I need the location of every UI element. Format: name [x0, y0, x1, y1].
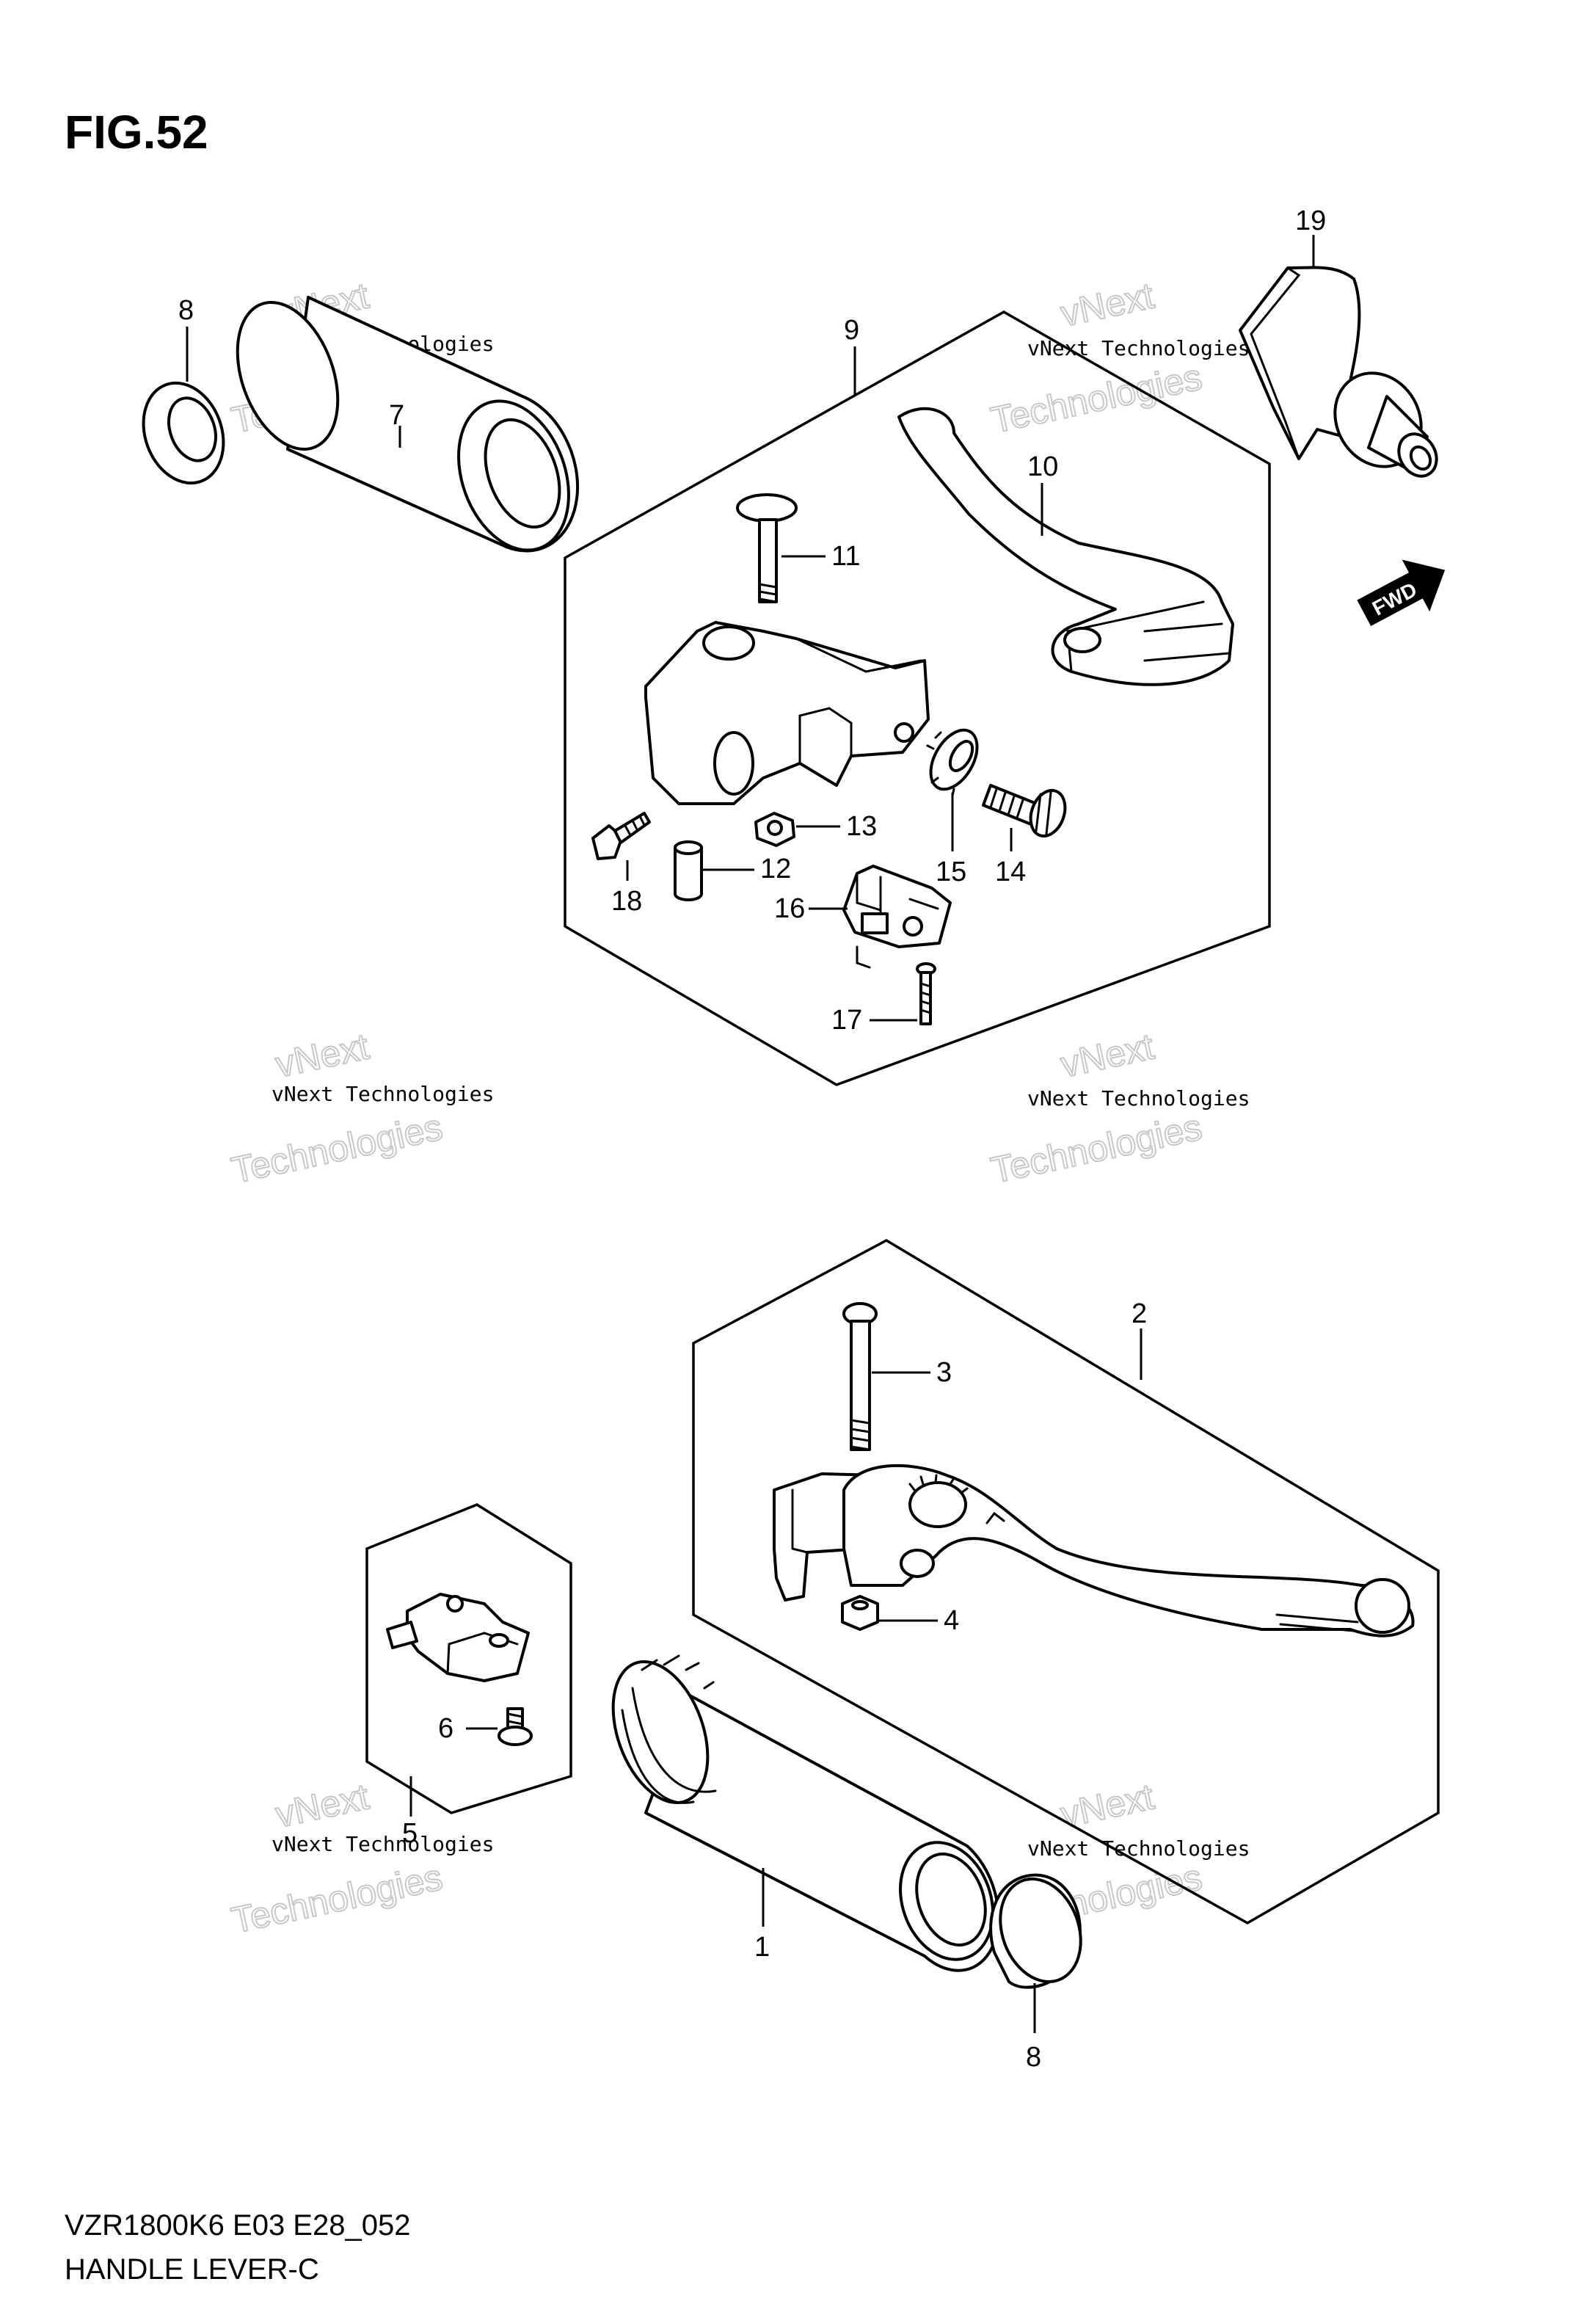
part-17-screw: [870, 962, 936, 1025]
callout-11: 11: [831, 541, 860, 572]
assembly-frame-9: [564, 310, 1271, 1086]
callout-18: 18: [611, 886, 642, 917]
callout-16: 16: [774, 893, 805, 924]
callout-5: 5: [402, 1818, 418, 1849]
svg-text:vNext: vNext: [1057, 1025, 1158, 1085]
part-8-end-cap-bottom: [989, 1873, 1082, 2033]
part-12-collar: [674, 840, 754, 901]
callout-10: 10: [1027, 451, 1058, 482]
svg-text:vNext: vNext: [272, 1775, 373, 1835]
footer-model-code: VZR1800K6 E03 E28_052: [65, 2209, 410, 2242]
footer-section-name: HANDLE LEVER-C: [65, 2253, 319, 2286]
fwd-direction-badge: FWD: [1357, 559, 1446, 626]
callout-12: 12: [760, 854, 791, 884]
svg-text:Technologies: Technologies: [988, 356, 1206, 440]
svg-text:Technologies: Technologies: [988, 1106, 1206, 1190]
watermark-top-right: vNext vNext Technologies Technologies: [987, 274, 1250, 441]
watermark-mid-right: vNext vNext Technologies Technologies: [987, 1025, 1250, 1191]
part-4-nut: [841, 1595, 938, 1631]
svg-text:vNext Technologies: vNext Technologies: [1027, 336, 1250, 360]
watermark-mid-left: vNext vNext Technologies Technologies: [227, 1025, 495, 1191]
svg-text:Technologies: Technologies: [228, 1856, 446, 1941]
callout-3: 3: [936, 1357, 952, 1388]
callout-2: 2: [1132, 1298, 1147, 1329]
callout-19: 19: [1295, 206, 1326, 236]
callout-8-top: 8: [178, 295, 194, 326]
svg-text:vNext: vNext: [1057, 275, 1158, 334]
callout-4: 4: [944, 1605, 959, 1636]
assembly-frame-2: [692, 1238, 1440, 1925]
part-18-screw: [591, 812, 651, 881]
part-6-screw: [466, 1707, 533, 1746]
part-brake-switch: [386, 1593, 530, 1682]
part-19-lever-guard: [1239, 235, 1438, 478]
part-1-throttle-grip: [611, 1654, 1000, 1972]
figure-title: FIG.52: [65, 106, 208, 159]
part-11-pivot-bolt: [736, 493, 826, 603]
callout-17: 17: [831, 1005, 862, 1036]
part-15-adjuster-ring: [926, 728, 979, 851]
part-16-clutch-switch: [809, 865, 952, 969]
svg-text:vNext Technologies: vNext Technologies: [1027, 1836, 1250, 1861]
part-7-grip-sleeve: [236, 296, 580, 553]
svg-text:vNext Technologies: vNext Technologies: [1027, 1086, 1250, 1110]
part-8-end-cap-top: [142, 327, 225, 485]
part-13-nut: [754, 812, 840, 847]
part-14-adjuster-bolt: [982, 784, 1067, 851]
callout-6: 6: [438, 1713, 453, 1744]
callout-13: 13: [846, 811, 877, 842]
callout-15: 15: [936, 857, 966, 887]
part-10-clutch-lever: [897, 407, 1234, 686]
svg-text:vNext Technologies: vNext Technologies: [272, 1832, 494, 1856]
watermark-bottom-left: vNext vNext Technologies Technologies: [227, 1775, 495, 1941]
callout-14: 14: [995, 857, 1026, 887]
svg-text:Technologies: Technologies: [228, 1106, 446, 1190]
part-3-pivot-bolt: [842, 1302, 930, 1451]
callout-9: 9: [844, 315, 859, 346]
callout-7: 7: [389, 400, 404, 431]
part-lever-bracket: [644, 621, 930, 805]
callout-8-bottom: 8: [1026, 2042, 1041, 2073]
part-brake-lever: [773, 1464, 1415, 1637]
assembly-frame-5: [365, 1503, 572, 1814]
svg-text:vNext: vNext: [272, 1025, 373, 1085]
callout-1: 1: [754, 1932, 770, 1963]
svg-text:vNext Technologies: vNext Technologies: [272, 1082, 494, 1106]
